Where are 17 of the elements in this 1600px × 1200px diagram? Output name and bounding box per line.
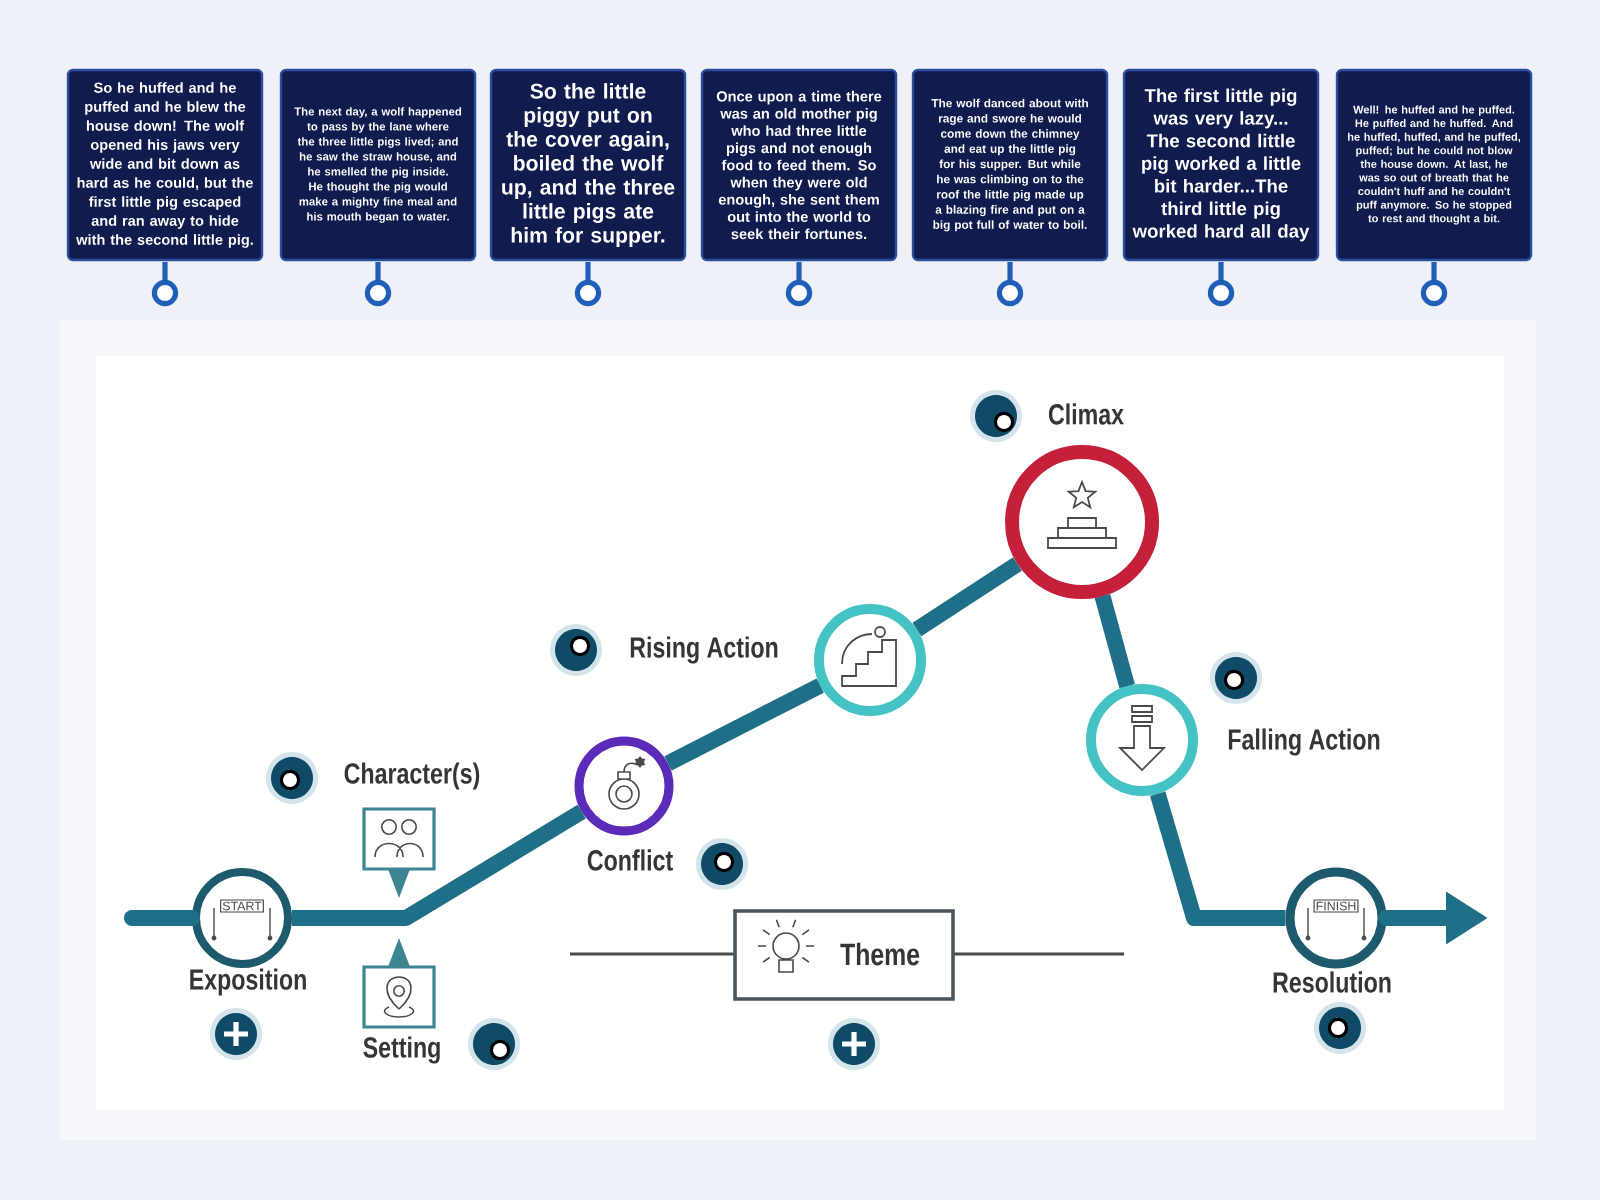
story-card: The first little pig was very lazy... The second little pig worked a little bit harder...The third little pig worked hard all day — [1122, 68, 1320, 262]
box-label: Setting — [363, 1036, 440, 1064]
stage-label: Conflict — [587, 849, 673, 871]
theme-box: Theme — [733, 909, 955, 1001]
stage-label: Falling Action — [1228, 728, 1380, 756]
plot-line — [664, 678, 824, 771]
box-label: Character(s) — [344, 762, 480, 790]
stage-label: Resolution — [1273, 971, 1391, 993]
plot-line — [1150, 791, 1286, 926]
stage-label: Rising Action — [630, 636, 778, 664]
stage-label: Climax — [1048, 403, 1124, 425]
plot-line — [912, 557, 1022, 637]
plot-line — [124, 910, 200, 926]
plot-line — [292, 804, 586, 926]
story-card: So the little piggy put on the cover again, boiled the wolf up, and the three little pigs ate him for supper. — [489, 68, 687, 262]
stage-label: Exposition — [190, 968, 306, 996]
plot-line — [1094, 594, 1135, 689]
